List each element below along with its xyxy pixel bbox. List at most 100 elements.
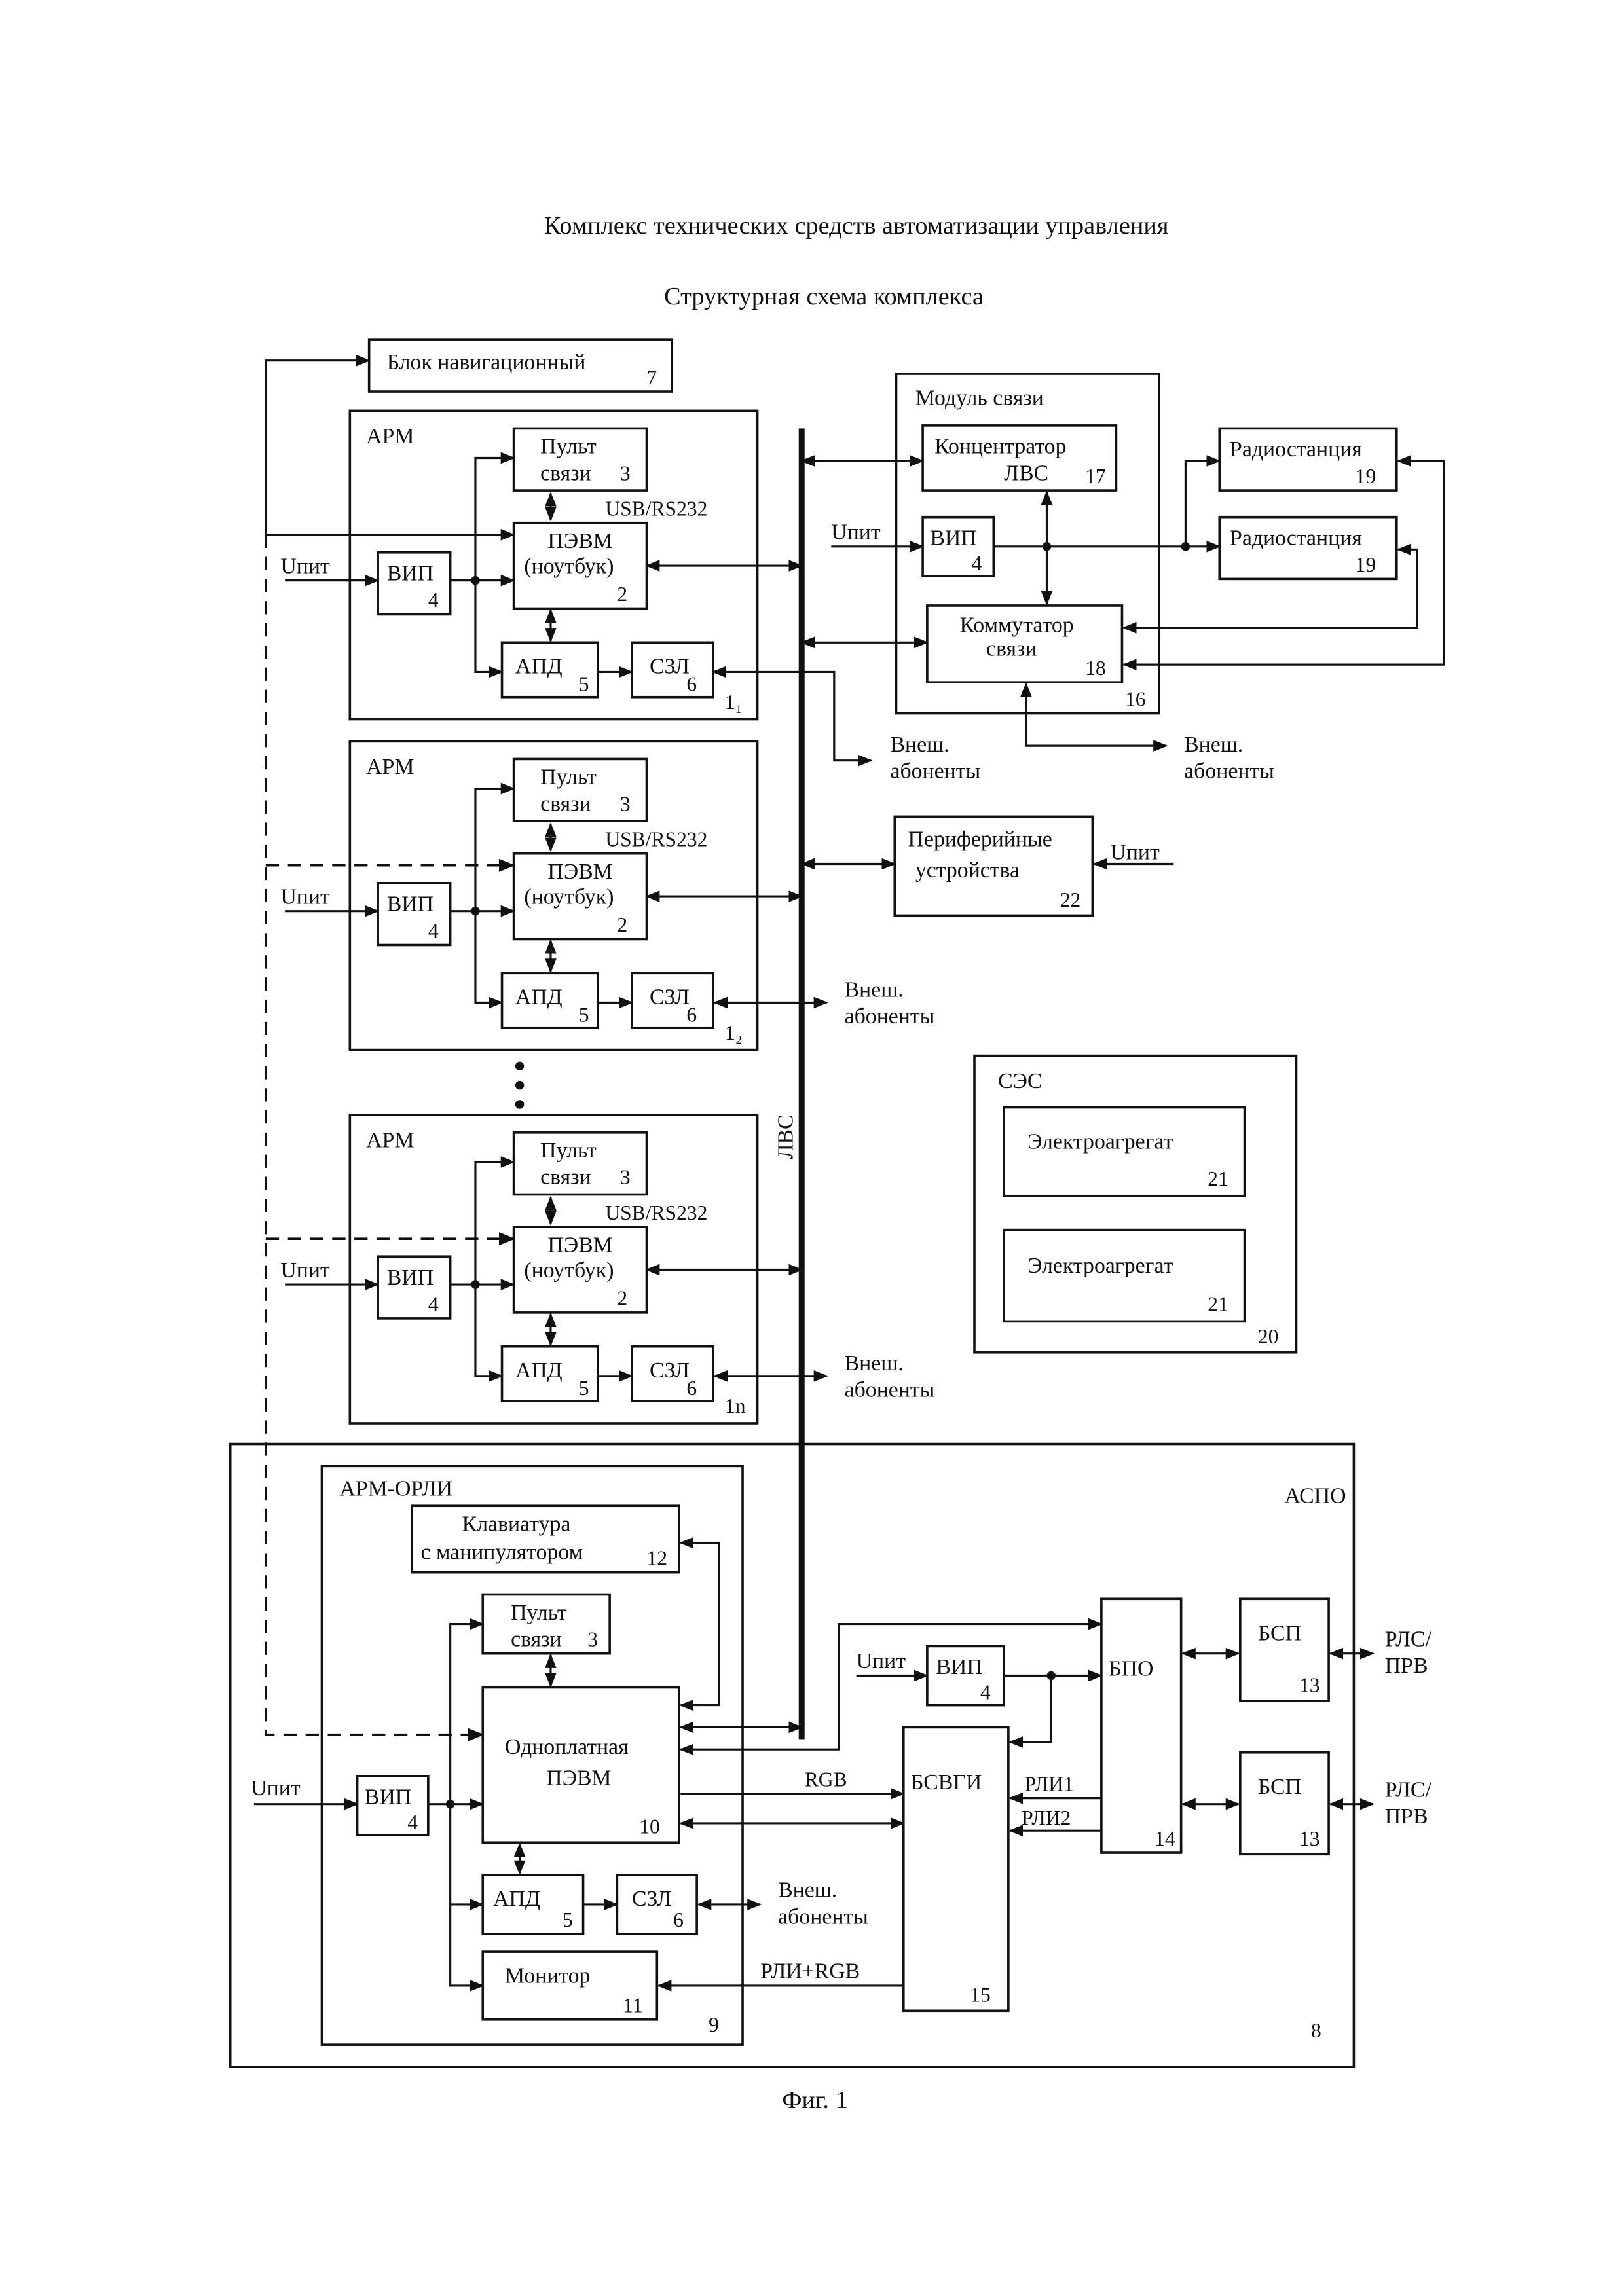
szl-label: СЗЛ bbox=[650, 1358, 690, 1383]
radio-number: 19 bbox=[1356, 553, 1376, 576]
apd-number: 5 bbox=[579, 673, 589, 696]
bpo-label: БПО bbox=[1109, 1657, 1153, 1681]
peripheral-label: устройства bbox=[915, 858, 1020, 883]
bpo-number: 14 bbox=[1154, 1827, 1175, 1850]
power-input-label: Uпит bbox=[280, 884, 330, 909]
laptop-label: (ноутбук) bbox=[524, 554, 614, 578]
radio-power-line bbox=[1185, 461, 1219, 547]
external-label: Внеш. bbox=[890, 733, 949, 757]
szl-external-link bbox=[713, 672, 871, 760]
power-supply-label: ВИП bbox=[365, 1785, 411, 1810]
power-supply-number: 4 bbox=[428, 919, 439, 942]
nav-block-number: 7 bbox=[646, 366, 657, 389]
junction-dot bbox=[515, 1100, 525, 1109]
monitor-label: Монитор bbox=[505, 1963, 590, 1988]
power-line bbox=[475, 458, 514, 672]
laptop-label: ПЭВМ bbox=[547, 529, 612, 553]
junction-dot bbox=[515, 1062, 525, 1071]
rli1-label: РЛИ1 bbox=[1025, 1772, 1074, 1795]
comm-console-label: Пульт bbox=[540, 1139, 597, 1163]
power-line bbox=[475, 1162, 514, 1376]
szl-label: СЗЛ bbox=[632, 1887, 672, 1911]
power-input-label: Uпит bbox=[280, 1258, 330, 1283]
ses-title: СЭС bbox=[998, 1069, 1042, 1093]
bsp-number: 13 bbox=[1299, 1827, 1320, 1850]
external-label: абоненты bbox=[1184, 759, 1274, 784]
laptop-label: (ноутбук) bbox=[524, 884, 614, 909]
radar-label: ПРВ bbox=[1385, 1804, 1428, 1829]
power-input-label: Uпит bbox=[857, 1649, 906, 1673]
lan-hub-label: ЛВС bbox=[1004, 461, 1048, 485]
power-supply-label: ВИП bbox=[387, 1266, 434, 1290]
monitor-number: 11 bbox=[623, 1994, 642, 2017]
laptop-label: ПЭВМ bbox=[547, 1233, 612, 1257]
comm-switch-number: 18 bbox=[1085, 657, 1106, 680]
radio-number: 19 bbox=[1356, 465, 1376, 488]
apd-number: 5 bbox=[563, 1908, 573, 1931]
external-label: абоненты bbox=[890, 759, 980, 784]
arm-label: АРМ bbox=[366, 755, 414, 779]
comm-console-number: 3 bbox=[587, 1628, 598, 1650]
apd-label: АПД bbox=[515, 1358, 563, 1383]
comm-console-label: связи bbox=[540, 792, 591, 816]
rli2-label: РЛИ2 bbox=[1022, 1806, 1071, 1829]
szl-number: 6 bbox=[686, 1004, 697, 1027]
apd-label: АПД bbox=[515, 655, 563, 679]
generator-label: Электроагрегат bbox=[1027, 1130, 1173, 1154]
power-input-label: Uпит bbox=[280, 554, 330, 578]
junction-dot bbox=[515, 1081, 525, 1090]
bsp-number: 13 bbox=[1299, 1673, 1320, 1696]
external-label: абоненты bbox=[778, 1904, 868, 1929]
lan-hub-number: 17 bbox=[1085, 465, 1106, 488]
arm-orli-number: 9 bbox=[709, 2013, 719, 2036]
power-line bbox=[475, 789, 514, 1003]
power-supply-label: ВИП bbox=[387, 562, 434, 586]
peripheral-number: 22 bbox=[1060, 888, 1081, 911]
rli-rgb-label: РЛИ+RGB bbox=[760, 1959, 860, 1984]
aspo-title: АСПО bbox=[1284, 1484, 1346, 1508]
bsp-label: БСП bbox=[1258, 1775, 1301, 1799]
page-subtitle: Структурная схема комплекса bbox=[664, 283, 984, 310]
sbc-label: Одноплатная bbox=[505, 1735, 629, 1759]
ses-number: 20 bbox=[1258, 1325, 1279, 1348]
comm-module-title: Модуль связи bbox=[915, 386, 1044, 410]
laptop-number: 2 bbox=[617, 913, 627, 936]
power-supply-number: 4 bbox=[428, 1293, 439, 1316]
comm-console-label: Пульт bbox=[511, 1601, 567, 1625]
nav-block-label: Блок навигационный bbox=[387, 350, 586, 374]
external-label: Внеш. bbox=[845, 1351, 904, 1376]
comm-console-label: связи bbox=[540, 461, 591, 485]
comm-console-number: 3 bbox=[620, 462, 631, 484]
comm-console-label: связи bbox=[540, 1165, 591, 1190]
usb-label: USB/RS232 bbox=[605, 828, 707, 850]
arm-number: 1₂ bbox=[725, 1021, 743, 1044]
comm-console-label: связи bbox=[511, 1627, 562, 1651]
radio-label: Радиостанция bbox=[1230, 526, 1362, 551]
figure-caption: Фиг. 1 bbox=[782, 2086, 847, 2114]
comm-console-number: 3 bbox=[620, 1166, 631, 1189]
lan-bus-label: ЛВС bbox=[774, 1114, 798, 1159]
arm-number: 1₁ bbox=[725, 691, 743, 714]
keyboard-label: Клавиатура bbox=[462, 1512, 571, 1537]
szl-label: СЗЛ bbox=[650, 985, 690, 1010]
rgb-label: RGB bbox=[805, 1768, 847, 1791]
keyboard-number: 12 bbox=[646, 1546, 667, 1569]
laptop-label: (ноутбук) bbox=[524, 1258, 614, 1283]
aspo-number: 8 bbox=[1311, 2019, 1321, 2042]
bpo-block bbox=[1101, 1599, 1181, 1853]
external-label: Внеш. bbox=[845, 977, 904, 1002]
szl-number: 6 bbox=[673, 1908, 684, 1931]
comm-console-number: 3 bbox=[620, 792, 631, 815]
radio-label: Радиостанция bbox=[1230, 437, 1362, 462]
usb-label: USB/RS232 bbox=[605, 1201, 707, 1224]
apd-label: АПД bbox=[515, 985, 563, 1010]
comm-console-label: Пульт bbox=[540, 765, 597, 790]
power-input-label: Uпит bbox=[831, 520, 881, 545]
sbc-number: 10 bbox=[639, 1815, 660, 1838]
bsp-label: БСП bbox=[1258, 1621, 1301, 1645]
radar-label: ПРВ bbox=[1385, 1654, 1428, 1678]
comm-module-number: 16 bbox=[1125, 687, 1146, 710]
external-label: абоненты bbox=[845, 1004, 935, 1029]
comm-switch-label: связи bbox=[986, 637, 1037, 661]
arm-number: 1n bbox=[725, 1394, 746, 1417]
